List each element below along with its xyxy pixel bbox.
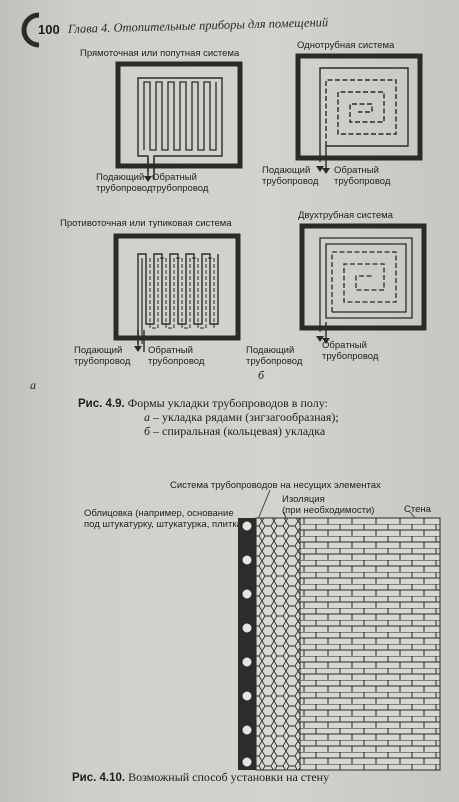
panel-a-top-return-label: Обратный трубопровод	[152, 172, 209, 194]
panel-b-top-title: Однотрубная система	[297, 40, 395, 51]
fig-4-10-pipes-label: Система трубопроводов на несущих элемент…	[170, 480, 381, 491]
fig-4-9-caption-text: Формы укладки трубопроводов в полу:	[127, 396, 328, 410]
fig-4-10-wall-label: Стена	[404, 504, 431, 515]
panel-a-top-title: Прямоточная или попутная система	[80, 48, 240, 59]
page-header: 100 Глава 4. Отопительные приборы для по…	[20, 10, 450, 48]
panel-b-bottom-return-label: Обратный трубопровод	[322, 340, 379, 362]
fig-4-9-caption-b: б – спиральная (кольцевая) укладка	[144, 424, 325, 438]
panel-a-bottom-return-label: Обратный трубопровод	[148, 345, 205, 367]
panel-a-top-supply-label: Подающий трубопровод	[96, 172, 153, 194]
fig-4-10-caption-number: Рис. 4.10.	[72, 772, 126, 784]
panel-b-bottom-supply-label: Подающий трубопровод	[246, 345, 303, 367]
panel-b-top-supply-label: Подающий трубопровод	[262, 165, 319, 187]
wall-installation-diagram	[238, 489, 441, 771]
fig-4-9-caption: Рис. 4.9. Формы укладки трубопроводов в …	[78, 396, 328, 411]
fig-4-9-caption-b-text: – спиральная (кольцевая) укладка	[153, 424, 326, 438]
page-number: 100	[38, 22, 60, 37]
fig-4-9-caption-a-text: – укладка рядами (зигзагообразная);	[153, 410, 339, 424]
zigzag-parallel-diagram	[115, 61, 243, 182]
fig-4-9-caption-a: а – укладка рядами (зигзагообразная);	[144, 410, 339, 424]
panel-a-bottom-title: Противоточная или тупиковая система	[60, 218, 232, 229]
fig-4-10-caption-text: Возможный способ установки на стену	[128, 770, 330, 784]
fig-4-9-caption-a-letter: а	[144, 410, 150, 424]
fig-4-10-cladding-label: Облицовка (например, основание под штука…	[84, 508, 246, 530]
panel-letter-a: а	[30, 378, 36, 392]
fig-4-9-caption-b-letter: б	[144, 424, 151, 438]
panel-a-bottom-supply-label: Подающий трубопровод	[74, 345, 131, 367]
panel-b-top-return-label: Обратный трубопровод	[334, 165, 391, 187]
fig-4-10-insulation-label: Изоляция (при необходимости)	[282, 494, 375, 516]
spiral-two-pipe-diagram	[299, 223, 427, 344]
fig-4-10-caption: Рис. 4.10. Возможный способ установки на…	[72, 770, 329, 785]
page-number-badge-icon	[21, 12, 40, 48]
zigzag-counterflow-diagram	[113, 233, 241, 352]
panel-letter-b: б	[258, 368, 265, 382]
spiral-single-pipe-diagram	[295, 53, 423, 174]
fig-4-9-caption-number: Рис. 4.9.	[78, 398, 125, 410]
panel-b-bottom-title: Двухтрубная система	[298, 210, 393, 221]
chapter-title: Глава 4. Отопительные приборы для помеще…	[67, 15, 329, 36]
